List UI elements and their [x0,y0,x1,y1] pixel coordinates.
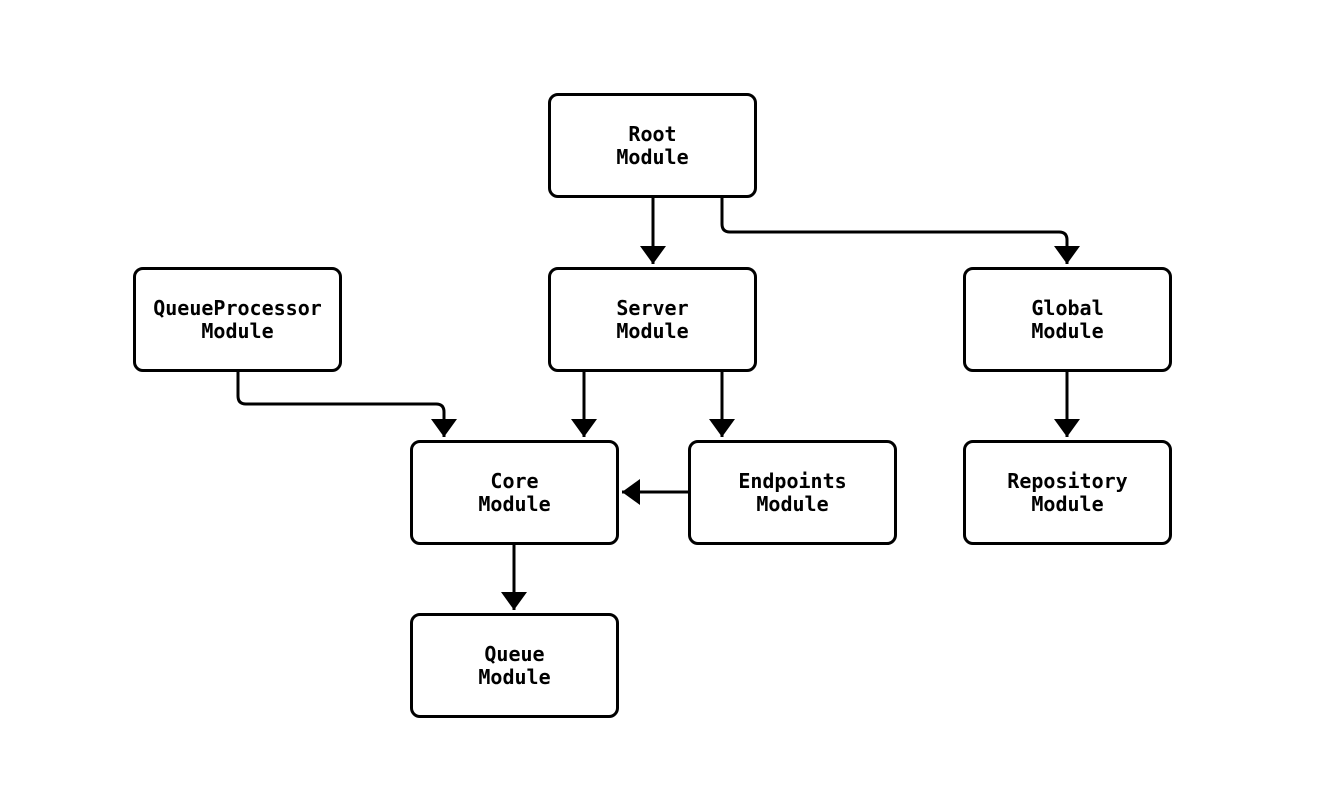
edge-queueprocessor-module-to-core-module [236,372,457,437]
node-label-line: Module [1031,318,1104,343]
node-label-line: Module [1031,491,1104,516]
edge-root-module-to-global-module [720,198,1080,264]
node-label-line: Repository [1007,468,1128,493]
node-label-line: Queue [484,641,545,666]
node-label-line: QueueProcessor [153,295,322,320]
node-label-line: Module [616,144,689,169]
node-label-line: Root [628,121,677,146]
node-label-line: Global [1031,295,1104,320]
node-label-line: Module [616,318,689,343]
node-label-line: Module [478,664,551,689]
node-label-line: Module [478,491,551,516]
node-label-line: Server [616,295,689,320]
node-label-line: Module [756,491,829,516]
node-label-line: Endpoints [738,468,847,493]
node-label-line: Module [201,318,274,343]
node-label-line: Core [490,468,539,493]
